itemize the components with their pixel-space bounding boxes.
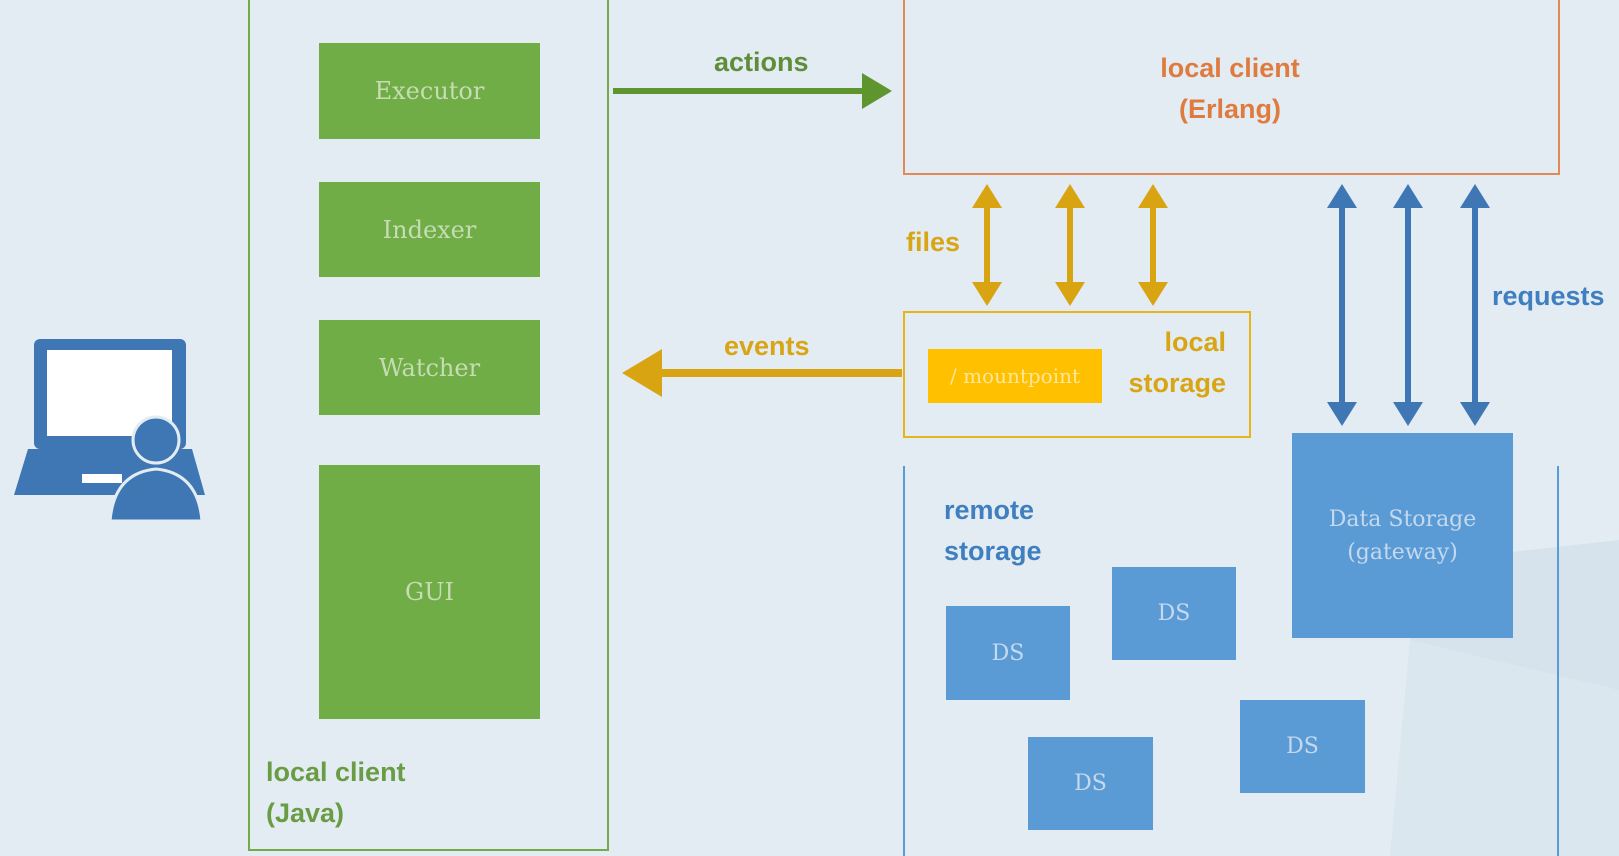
ds-node-label: DS <box>1074 771 1107 796</box>
java-client-frame <box>248 0 609 851</box>
executor-box: Executor <box>319 43 540 139</box>
ds-node-label: DS <box>1157 601 1191 626</box>
executor-label: Executor <box>374 77 485 105</box>
gui-label: GUI <box>405 578 454 606</box>
indexer-box: Indexer <box>319 182 540 277</box>
local-storage-label: local storage <box>1128 327 1226 398</box>
mountpoint-label: / mountpoint <box>949 364 1081 388</box>
files-label: files <box>906 227 961 257</box>
ds-node-label: DS <box>991 640 1025 666</box>
gateway-box: Data Storage (gateway) <box>1292 433 1513 638</box>
indexer-label: Indexer <box>382 215 477 244</box>
watcher-label: Watcher <box>378 353 481 382</box>
ds-node-label: DS <box>1286 734 1319 759</box>
requests-label: requests <box>1492 281 1605 311</box>
java-client-label: local client (Java) <box>266 757 406 828</box>
watcher-box: Watcher <box>319 320 540 415</box>
remote-storage-border-left <box>903 466 905 856</box>
ds-node: DS <box>1240 700 1365 793</box>
laptop-user-icon <box>14 339 205 523</box>
events-label: events <box>724 331 810 361</box>
ds-node: DS <box>946 606 1070 700</box>
actions-label: actions <box>714 47 809 77</box>
ds-node: DS <box>1112 567 1236 660</box>
ds-node: DS <box>1028 737 1153 830</box>
erlang-client-label: local client (Erlang) <box>1160 53 1300 124</box>
erlang-client-frame <box>903 0 1560 175</box>
mountpoint-box: / mountpoint <box>928 349 1102 403</box>
gateway-label-line2: (gateway) <box>1347 539 1458 565</box>
remote-storage-border-right <box>1557 466 1559 856</box>
remote-storage-label: remote storage <box>944 495 1042 566</box>
gateway-label-line1: Data Storage <box>1328 506 1477 532</box>
gui-box: GUI <box>319 465 540 719</box>
local-storage-frame <box>903 311 1251 438</box>
